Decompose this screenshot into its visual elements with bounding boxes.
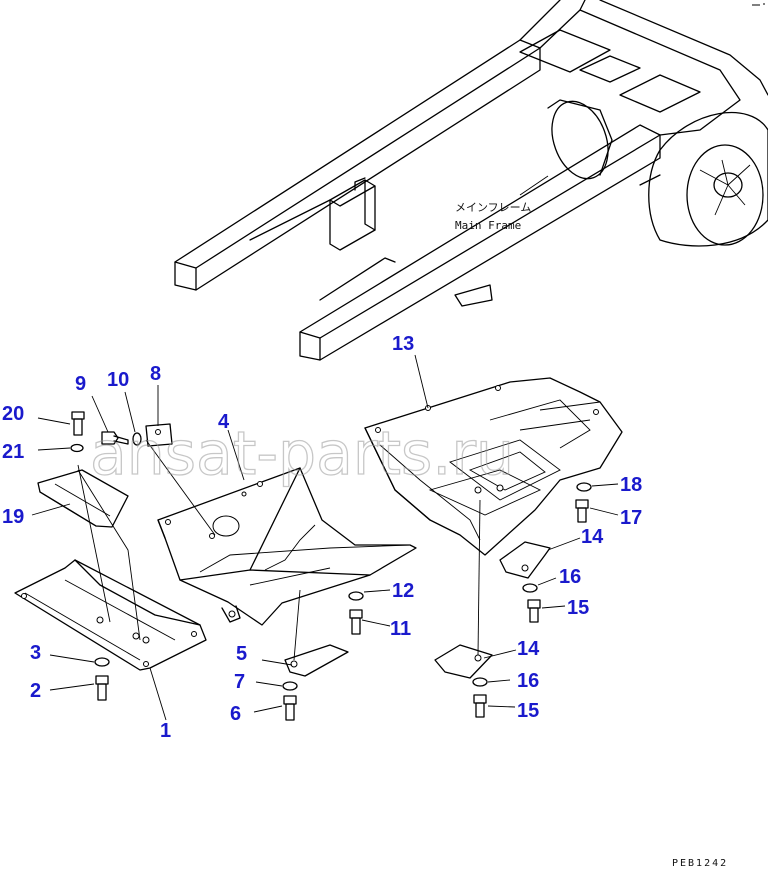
main-frame-label-jp: メインフレーム xyxy=(455,201,531,214)
part-19-cover xyxy=(37,469,129,528)
part-21-washer xyxy=(37,443,84,453)
callout-15-lower: 15 xyxy=(517,700,539,722)
callout-4: 4 xyxy=(218,411,230,433)
part-10-washer xyxy=(124,391,142,446)
callout-12: 12 xyxy=(392,580,414,602)
part-14-plate-lower xyxy=(434,499,517,679)
main-frame-drawing xyxy=(174,0,768,361)
corner-mark xyxy=(752,3,765,6)
callout-18: 18 xyxy=(620,474,642,496)
part-13-guard xyxy=(364,354,623,556)
callout-14-upper: 14 xyxy=(581,526,604,548)
part-17-bolt xyxy=(575,499,619,523)
main-frame-label-en: Main Frame xyxy=(455,219,521,232)
leader-4 xyxy=(227,429,245,481)
part-14-plate-upper xyxy=(499,537,581,579)
part-15-bolt-upper xyxy=(527,599,566,623)
part-18-washer xyxy=(576,482,619,492)
part-2-bolt xyxy=(49,675,109,701)
leader-19 xyxy=(31,503,71,516)
callout-2: 2 xyxy=(30,680,41,702)
callout-10: 10 xyxy=(107,369,129,391)
part-1-plate xyxy=(14,464,207,671)
callout-16-upper: 16 xyxy=(559,566,581,588)
part-8-plate xyxy=(145,385,173,447)
part-16-washer-lower xyxy=(472,677,511,687)
part-5-bracket xyxy=(261,589,349,677)
part-3-washer xyxy=(49,654,110,667)
callout-8: 8 xyxy=(150,363,161,385)
drawing-code: PEB1242 xyxy=(672,858,728,869)
callout-15-upper: 15 xyxy=(567,597,589,619)
callout-17: 17 xyxy=(620,507,642,529)
callout-7: 7 xyxy=(234,671,245,693)
callout-5: 5 xyxy=(236,643,247,665)
callout-labels: 1 2 3 4 5 6 7 8 9 10 11 12 13 14 14 15 1… xyxy=(2,333,642,742)
leader-1 xyxy=(149,667,167,721)
callout-19: 19 xyxy=(2,506,24,528)
callout-1: 1 xyxy=(160,720,171,742)
callout-6: 6 xyxy=(230,703,241,725)
callout-14-lower: 14 xyxy=(517,638,540,660)
callout-13: 13 xyxy=(392,333,414,355)
callout-20: 20 xyxy=(2,403,24,425)
part-11-bolt xyxy=(349,609,391,635)
callout-9: 9 xyxy=(75,373,86,395)
part-16-washer-upper xyxy=(522,577,557,593)
callout-3: 3 xyxy=(30,642,41,664)
callout-21: 21 xyxy=(2,441,24,463)
part-20-bolt xyxy=(37,411,85,436)
part-9-bolt xyxy=(91,395,129,445)
part-12-washer xyxy=(348,589,391,601)
part-6-bolt xyxy=(253,695,297,721)
part-4-guard xyxy=(145,439,417,626)
callout-16-lower: 16 xyxy=(517,670,539,692)
watermark: ansat-parts.ru xyxy=(90,419,514,489)
callout-11: 11 xyxy=(390,618,411,640)
part-7-washer xyxy=(255,681,298,691)
part-15-bolt-lower xyxy=(473,694,516,718)
